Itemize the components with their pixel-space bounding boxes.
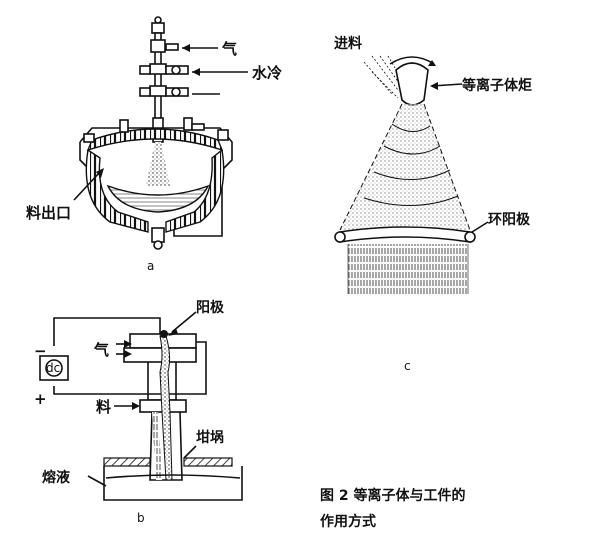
- panel-a-letter: a: [147, 259, 154, 273]
- figure-caption: 图 2 等离子体与工件的 作用方式: [320, 487, 466, 530]
- melt-arrow: [87, 475, 107, 487]
- caption-line2: 作用方式: [320, 513, 376, 530]
- gas-arrow-a: [182, 44, 218, 52]
- caption-line1: 图 2 等离子体与工件的: [320, 487, 466, 504]
- torch-b: [123, 330, 197, 481]
- panel-a: 气 水冷 料出口 a: [26, 16, 282, 273]
- minus-label: −: [34, 342, 47, 360]
- anode-label: 阳极: [196, 299, 225, 316]
- torch-arrow-c: [430, 82, 463, 90]
- crucible-b: [103, 457, 243, 501]
- plus-label: +: [34, 390, 47, 408]
- feed-label: 料: [96, 398, 111, 416]
- crucible-label: 坩埚: [196, 429, 224, 446]
- crucible-arrow: [183, 445, 197, 459]
- panel-b-letter: b: [137, 511, 145, 525]
- gas-arrows-b: [116, 340, 132, 358]
- circuit-b: [39, 317, 207, 395]
- panel-c: 进料 等离子体炬 环阳极: [334, 35, 532, 373]
- anode-arrow: [168, 311, 197, 336]
- water-arrow-a: [192, 68, 248, 95]
- feed-in-label: 进料: [334, 35, 362, 52]
- plasma-torch-label: 等离子体炬: [462, 77, 532, 94]
- vessel-a: [79, 117, 233, 250]
- panel-c-letter: c: [404, 359, 411, 373]
- ring-anode-label: 环阳极: [488, 211, 531, 228]
- torch-a: [139, 16, 189, 143]
- melt-label: 熔液: [42, 469, 71, 486]
- water-cooling-label: 水冷: [252, 64, 282, 82]
- plasma-cone: [339, 103, 471, 231]
- ring-anode: [334, 226, 476, 243]
- ring-anode-arrow: [471, 221, 489, 233]
- panel-b: dc − + 阳极 气: [34, 299, 243, 525]
- outlet-label: 料出口: [26, 204, 71, 222]
- outlet-arrow: [73, 168, 104, 201]
- gas-label-b: 气: [93, 341, 109, 359]
- gas-label-a: 气: [221, 40, 237, 58]
- feed-arrow: [114, 402, 140, 410]
- plasma-curtain: [347, 244, 469, 294]
- dc-label: dc: [46, 361, 60, 375]
- torch-c: [389, 56, 436, 106]
